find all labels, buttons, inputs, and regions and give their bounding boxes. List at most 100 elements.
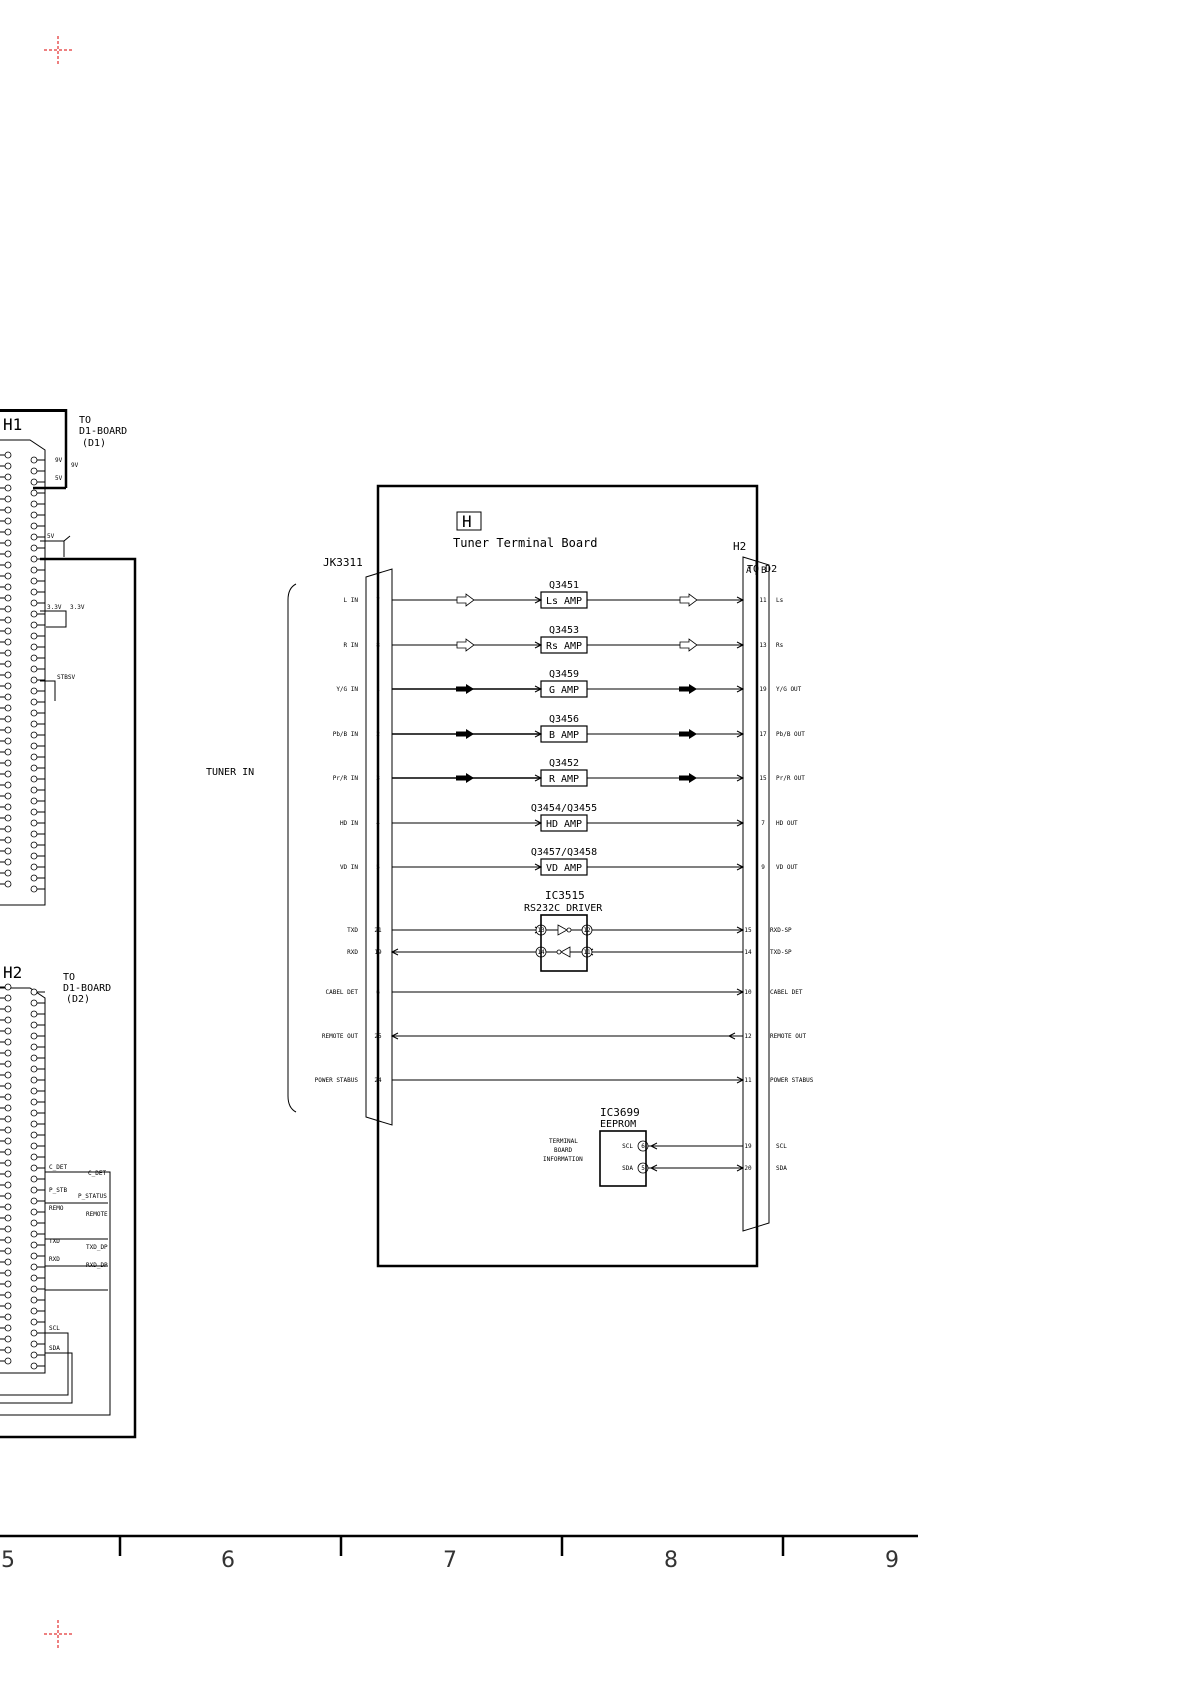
connector-pin bbox=[4, 517, 12, 525]
connector-pin bbox=[30, 522, 38, 530]
solid-arrow-icon bbox=[679, 773, 697, 783]
connector-pin bbox=[30, 1285, 38, 1293]
connector-pin bbox=[30, 1274, 38, 1282]
connector-pin bbox=[30, 852, 38, 860]
connector-pin bbox=[30, 863, 38, 871]
input-label: HD IN bbox=[340, 820, 358, 827]
connector-pin bbox=[30, 533, 38, 541]
connector-pin bbox=[4, 858, 12, 866]
connector-pin bbox=[30, 1065, 38, 1073]
driver-box bbox=[540, 914, 588, 972]
rs232-driver: IC3515 RS232C DRIVER bbox=[524, 889, 603, 972]
connector-pin bbox=[30, 1263, 38, 1271]
connector-pin bbox=[30, 1340, 38, 1348]
connector-pin bbox=[30, 1208, 38, 1216]
connector-pin bbox=[4, 704, 12, 712]
connector-pin bbox=[30, 830, 38, 838]
connector-pin bbox=[30, 999, 38, 1007]
inverter-bubble-icon bbox=[556, 949, 562, 955]
h1-rail-label: STBSV bbox=[57, 674, 75, 681]
hollow-arrow-icon bbox=[679, 638, 698, 652]
h1-rail-label: 9V bbox=[55, 457, 63, 464]
output-pin: 10 bbox=[744, 989, 752, 996]
connector-pin bbox=[4, 561, 12, 569]
connector-pin bbox=[4, 1104, 12, 1112]
output-label: SDA bbox=[776, 1165, 787, 1172]
connector-pin bbox=[4, 627, 12, 635]
connector-pin bbox=[30, 632, 38, 640]
right-dest-label: TO D2 bbox=[747, 564, 777, 575]
connector-pin bbox=[4, 1346, 12, 1354]
arrow-head-icon bbox=[727, 1032, 736, 1040]
connector-pin bbox=[30, 588, 38, 596]
connector-pin bbox=[30, 577, 38, 585]
connector-pin bbox=[4, 506, 12, 514]
amp-part-label: Q3454/Q3455 bbox=[531, 803, 597, 814]
connector-pin bbox=[4, 1049, 12, 1057]
output-label: HD OUT bbox=[776, 820, 798, 827]
connector-pin bbox=[4, 869, 12, 877]
amp-block bbox=[540, 769, 588, 787]
connector-pin bbox=[30, 1131, 38, 1139]
connector-pin bbox=[30, 665, 38, 673]
connector-pin bbox=[4, 451, 12, 459]
output-pin: 9 bbox=[761, 864, 765, 871]
amp-block bbox=[540, 680, 588, 698]
connector-pin bbox=[30, 500, 38, 508]
connector-pin bbox=[4, 528, 12, 536]
h2-signal-label: RXD_DP bbox=[86, 1262, 108, 1269]
amp-block-label: Rs AMP bbox=[546, 641, 582, 652]
output-label: TXD-SP bbox=[770, 949, 792, 956]
h1-title: H1 bbox=[3, 415, 22, 434]
arrow-head-icon bbox=[390, 948, 399, 956]
output-label: SCL bbox=[776, 1143, 787, 1150]
arrow-head-icon bbox=[736, 774, 745, 782]
h1-pin-column bbox=[0, 451, 45, 893]
connector-pin bbox=[30, 1120, 38, 1128]
h1-dest-line3: (D1) bbox=[82, 438, 106, 449]
amp-part-label: Q3459 bbox=[549, 669, 579, 680]
connector-pin bbox=[4, 847, 12, 855]
connector-pin bbox=[4, 539, 12, 547]
h1-dest-line2: D1-BOARD bbox=[79, 426, 127, 437]
connector-pin bbox=[4, 880, 12, 888]
connector-pin bbox=[4, 770, 12, 778]
connector-pin bbox=[30, 1043, 38, 1051]
input-pin: 7 bbox=[376, 597, 380, 604]
connector-pin bbox=[4, 759, 12, 767]
arrow-head-icon bbox=[736, 1076, 745, 1084]
input-pin: 5 bbox=[376, 864, 380, 871]
connector-pin bbox=[4, 1005, 12, 1013]
connector-pin bbox=[30, 1351, 38, 1359]
connector-pin bbox=[30, 742, 38, 750]
connector-pin bbox=[4, 473, 12, 481]
connector-pin bbox=[4, 660, 12, 668]
eeprom-pin: 6 bbox=[641, 1143, 645, 1150]
h2-connector-section: H2 TO D1-BOARD (D2) C_DET C_DET P_STB P_… bbox=[0, 963, 111, 1416]
connector-pin bbox=[30, 654, 38, 662]
connector-pin bbox=[4, 1170, 12, 1178]
connector-pin bbox=[30, 797, 38, 805]
connector-pin bbox=[4, 484, 12, 492]
connector-pin bbox=[30, 1109, 38, 1117]
connector-pin bbox=[30, 621, 38, 629]
connector-pin bbox=[30, 1076, 38, 1084]
amp-block bbox=[540, 725, 588, 743]
connector-pin bbox=[4, 638, 12, 646]
connector-pin bbox=[30, 456, 38, 464]
connector-pin bbox=[4, 1027, 12, 1035]
connector-pin bbox=[30, 753, 38, 761]
connector-pin bbox=[30, 467, 38, 475]
amp-block bbox=[540, 591, 588, 609]
connector-pin bbox=[30, 1197, 38, 1205]
driver-name: RS232C DRIVER bbox=[524, 903, 603, 914]
connector-pin bbox=[30, 731, 38, 739]
